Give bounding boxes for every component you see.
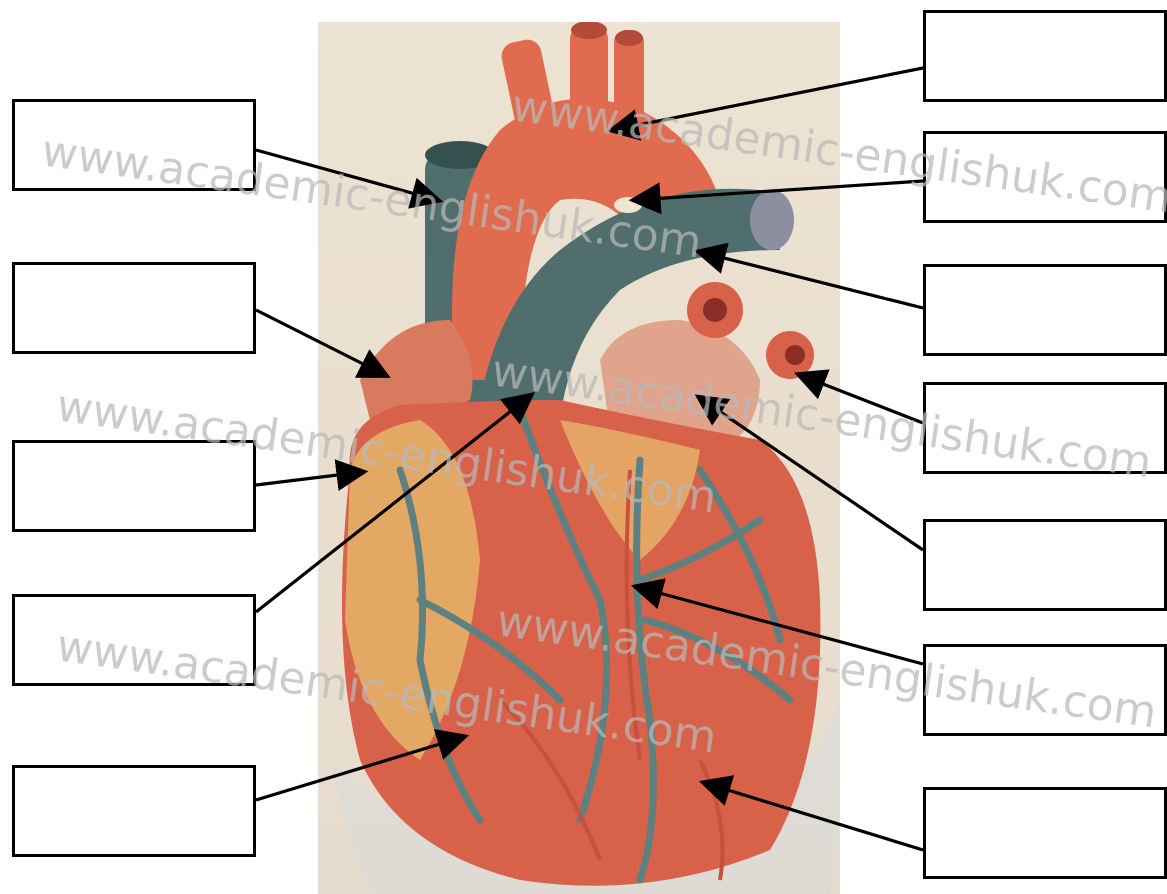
heart-model-illustration [318,22,840,894]
label-box-right-4[interactable] [923,382,1167,474]
label-box-right-7[interactable] [923,787,1167,879]
left-common-carotid [570,25,608,135]
label-box-right-3[interactable] [923,264,1167,356]
heart-model-photo [318,22,840,894]
label-box-left-4[interactable] [12,594,256,686]
label-box-left-3[interactable] [12,440,256,532]
label-box-left-2[interactable] [12,262,256,354]
label-box-right-5[interactable] [923,519,1167,611]
label-box-left-5[interactable] [12,765,256,857]
label-box-right-1[interactable] [923,10,1167,102]
label-box-right-2[interactable] [923,131,1167,223]
label-box-right-6[interactable] [923,644,1167,736]
ligamentum-arteriosum [614,197,642,213]
pulmonary-artery-opening [750,190,794,250]
label-box-left-1[interactable] [12,99,256,191]
